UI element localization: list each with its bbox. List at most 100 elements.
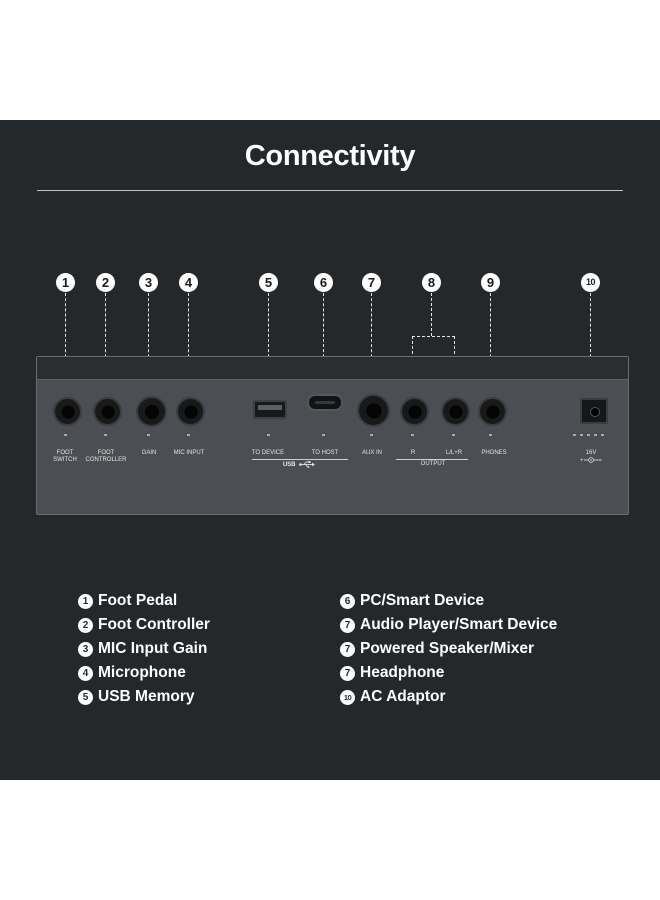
port-marker: [64, 434, 67, 436]
keyboard-rear-panel: FOOT SWITCH FOOT CONTROLLER GAIN MIC INP…: [36, 356, 629, 515]
callout-9: 9: [481, 273, 500, 292]
legend-number: 6: [340, 593, 355, 609]
legend-right: 6 PC/Smart Device 7 Audio Player/Smart D…: [340, 589, 557, 709]
legend-left: 1 Foot Pedal 2 Foot Controller 3 MIC Inp…: [78, 589, 210, 709]
label-foot-switch: FOOT SWITCH: [45, 450, 85, 464]
legend-label: USB Memory: [98, 688, 195, 705]
legend-number: 5: [78, 689, 93, 705]
label-aux-in: AUX IN: [361, 450, 382, 456]
dc-in-socket: [580, 398, 608, 424]
legend-number: 3: [78, 641, 93, 657]
legend-item-powered-speaker: 7 Powered Speaker/Mixer: [340, 637, 557, 661]
legend-label: Foot Pedal: [98, 592, 178, 609]
port-marker: [601, 434, 604, 436]
port-marker: [580, 434, 583, 436]
legend-item-headphone: 7 Headphone: [340, 661, 557, 685]
port-marker: [587, 434, 590, 436]
legend-label: MIC Input Gain: [98, 640, 208, 657]
legend-label: PC/Smart Device: [360, 592, 485, 609]
leader-line-10: [590, 293, 591, 398]
legend-label: Powered Speaker/Mixer: [360, 640, 535, 657]
usb-group-line: [252, 459, 348, 460]
callout-4: 4: [179, 273, 198, 292]
output-l-jack: [441, 397, 470, 426]
port-marker: [187, 434, 190, 436]
usb-to-device-port: [253, 400, 287, 419]
legend-number: 7: [340, 617, 355, 633]
leader-line-6: [323, 293, 324, 393]
phones-jack: [478, 397, 507, 426]
mic-input-jack: [176, 397, 205, 426]
port-marker: [489, 434, 492, 436]
aux-in-jack: [357, 394, 390, 427]
label-output-l: L/L+R: [445, 450, 463, 456]
legend-number: 7: [340, 641, 355, 657]
label-foot-controller-line2: CONTROLLER: [85, 457, 127, 463]
legend-item-audio-player: 7 Audio Player/Smart Device: [340, 613, 557, 637]
usb-icon: [299, 461, 316, 468]
callout-8: 8: [422, 273, 441, 292]
port-marker: [104, 434, 107, 436]
port-marker: [147, 434, 150, 436]
port-marker: [452, 434, 455, 436]
legend-label: AC Adaptor: [360, 688, 446, 705]
legend-item-foot-controller: 2 Foot Controller: [78, 613, 210, 637]
port-marker: [322, 434, 325, 436]
label-usb: USB: [273, 461, 325, 469]
title-divider: [37, 190, 623, 191]
leader-line-5: [268, 293, 269, 393]
callout-3: 3: [139, 273, 158, 292]
label-dc: 16V +: [576, 450, 606, 463]
panel-top-edge: [37, 357, 628, 380]
legend-label: Microphone: [98, 664, 186, 681]
page-title: Connectivity: [244, 140, 416, 172]
legend-number: 2: [78, 617, 93, 633]
label-gain: GAIN: [141, 450, 157, 456]
legend-item-pc-smart-device: 6 PC/Smart Device: [340, 589, 557, 613]
output-group-line: [396, 459, 468, 460]
legend-item-ac-adaptor: 10 AC Adaptor: [340, 685, 557, 709]
callout-6: 6: [314, 273, 333, 292]
legend-item-foot-pedal: 1 Foot Pedal: [78, 589, 210, 613]
port-marker: [370, 434, 373, 436]
label-dc-voltage: 16V: [585, 450, 597, 456]
legend-item-mic-input-gain: 3 MIC Input Gain: [78, 637, 210, 661]
port-marker: [573, 434, 576, 436]
legend-label: Foot Controller: [98, 616, 210, 633]
label-output-r: R: [410, 450, 416, 456]
callout-10: 10: [581, 273, 600, 292]
leader-line-1: [65, 293, 66, 388]
label-foot-switch-line2: SWITCH: [53, 457, 77, 463]
leader-line-4: [188, 293, 189, 388]
callout-5: 5: [259, 273, 278, 292]
legend-item-usb-memory: 5 USB Memory: [78, 685, 210, 709]
callout-2: 2: [96, 273, 115, 292]
legend-item-microphone: 4 Microphone: [78, 661, 210, 685]
usb-to-host-port: [307, 394, 343, 411]
legend-number: 10: [340, 689, 355, 705]
foot-switch-jack: [53, 397, 82, 426]
foot-controller-jack: [93, 397, 122, 426]
leader-line-7: [371, 293, 372, 388]
label-phones: PHONES: [481, 450, 507, 456]
callout-7: 7: [362, 273, 381, 292]
label-foot-controller: FOOT CONTROLLER: [81, 450, 131, 464]
label-foot-switch-line1: FOOT: [56, 450, 74, 456]
label-mic-input: MIC INPUT: [173, 450, 205, 456]
port-marker: [411, 434, 414, 436]
svg-text:+: +: [580, 458, 584, 463]
legend-label: Headphone: [360, 664, 445, 681]
label-to-host: TO HOST: [311, 450, 339, 456]
gain-knob: [136, 396, 167, 427]
legend-number: 1: [78, 593, 93, 609]
legend-number: 7: [340, 665, 355, 681]
label-usb-text: USB: [282, 462, 296, 469]
label-to-device: TO DEVICE: [251, 450, 285, 456]
polarity-icon: +: [580, 457, 602, 463]
dark-panel: Connectivity 1 2 3 4 5 6 7 8 9 10: [0, 120, 660, 780]
legend-label: Audio Player/Smart Device: [360, 616, 558, 633]
port-marker: [594, 434, 597, 436]
label-foot-controller-line1: FOOT: [97, 450, 115, 456]
leader-line-8: [431, 293, 432, 336]
label-output: OUTPUT: [420, 461, 446, 467]
